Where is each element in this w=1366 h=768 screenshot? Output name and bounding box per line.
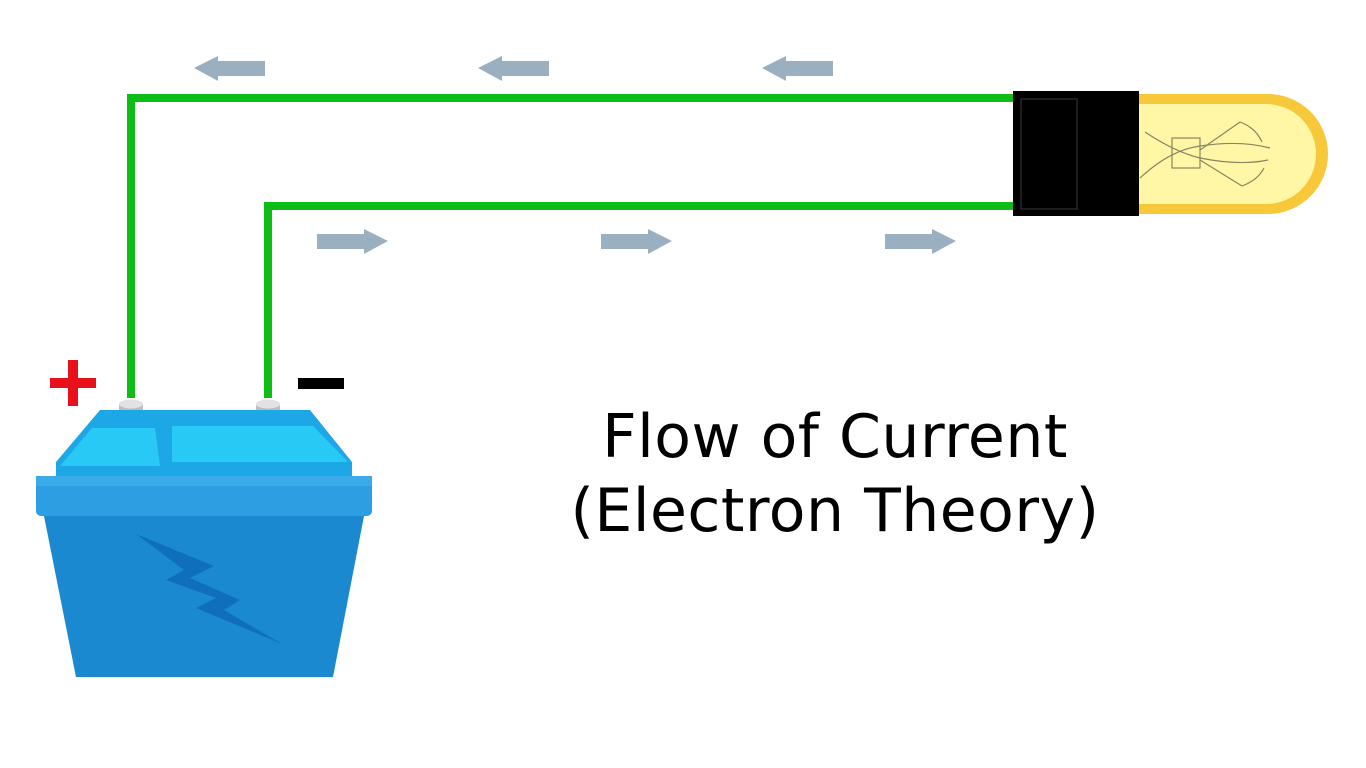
battery-lid-left-panel xyxy=(60,428,160,466)
top-arrow-row xyxy=(194,56,833,81)
caption-subtitle: (Electron Theory) xyxy=(570,476,1100,546)
positive-wire xyxy=(127,94,1015,398)
arrow-left-icon xyxy=(194,56,265,81)
arrow-right-icon xyxy=(317,229,388,254)
battery-icon xyxy=(36,399,372,677)
negative-wire xyxy=(264,202,1015,398)
bottom-arrow-row xyxy=(317,229,956,254)
light-bulb-icon xyxy=(1013,91,1328,216)
arrow-right-icon xyxy=(885,229,956,254)
negative-symbol: – xyxy=(298,378,344,389)
arrow-right-icon xyxy=(601,229,672,254)
bulb-base xyxy=(1013,91,1139,216)
bulb-base-inner xyxy=(1020,98,1078,210)
diagram-caption: Flow of Current (Electron Theory) xyxy=(520,400,1150,548)
arrow-left-icon xyxy=(478,56,549,81)
battery-lid-right-panel xyxy=(172,426,348,462)
caption-title: Flow of Current xyxy=(602,402,1068,472)
bulb-filament xyxy=(1139,121,1271,187)
bulb-glass xyxy=(1120,104,1316,204)
positive-symbol: + xyxy=(48,360,98,410)
arrow-left-icon xyxy=(762,56,833,81)
lightning-bolt-icon xyxy=(136,534,282,644)
battery-body xyxy=(44,516,364,677)
